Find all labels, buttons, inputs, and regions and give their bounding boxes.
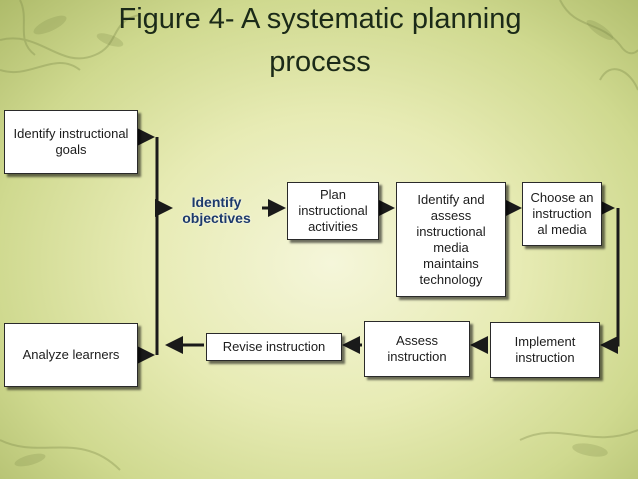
box-choose-media: Choose an instruction al media: [522, 182, 602, 246]
box-analyze-learners: Analyze learners: [4, 323, 138, 387]
box-plan-activities: Plan instructional activities: [287, 182, 379, 240]
box-revise-instruction: Revise instruction: [206, 333, 342, 361]
box-implement-instruction: Implement instruction: [490, 322, 600, 378]
box-identify-objectives: Identify objectives: [182, 194, 251, 226]
box-assess-instruction: Assess instruction: [364, 321, 470, 377]
page-title: Figure 4- A systematic planning: [118, 3, 522, 35]
page-title-line-2: process: [269, 46, 371, 78]
box-identify-media: Identify and assess instructional media …: [396, 182, 506, 297]
box-identify-goals: Identify instructional goals: [4, 110, 138, 174]
